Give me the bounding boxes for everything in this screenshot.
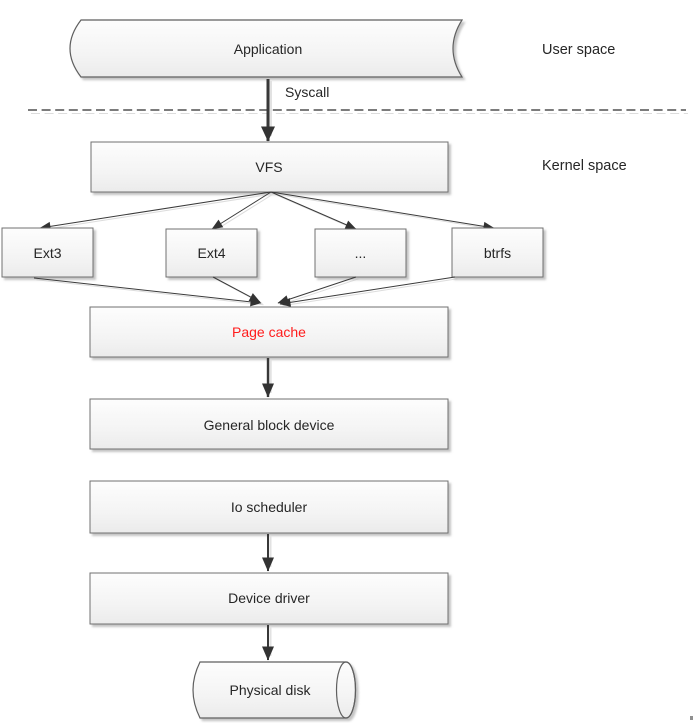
- other-fs-box: [314, 228, 407, 278]
- physical-disk-end-cap: [335, 661, 357, 719]
- arrow-vfs-to-dots: [270, 191, 357, 230]
- arrow-dots-to-pagecache: [277, 276, 357, 304]
- page-cache-box: [89, 306, 449, 358]
- vfs-box: [90, 141, 449, 193]
- kernel-space-label: Kernel space: [542, 158, 627, 174]
- btrfs-label: btrfs: [484, 245, 511, 261]
- ext3-box: [1, 227, 94, 278]
- device-driver-label: Device driver: [228, 590, 310, 606]
- ext4-box: [165, 228, 258, 278]
- arrow-vfs-to-ext3: [39, 191, 272, 231]
- application-shape: [69, 19, 464, 78]
- application-label: Application: [234, 41, 303, 57]
- arrow-ext4-to-pagecache: [212, 276, 261, 303]
- ext3-label: Ext3: [33, 245, 61, 261]
- arrow-btrfs-to-pagecache: [279, 276, 456, 307]
- general-block-device-label: General block device: [204, 417, 335, 433]
- arrow-ext3-to-pagecache: [33, 277, 262, 307]
- user-space-label: User space: [542, 42, 615, 58]
- other-fs-label: ...: [355, 245, 367, 261]
- io-scheduler-box: [89, 480, 449, 534]
- vfs-label: VFS: [255, 159, 282, 175]
- syscall-label: Syscall: [285, 84, 329, 100]
- fan-line-shadows: [36, 193, 497, 307]
- ext4-label: Ext4: [197, 245, 225, 261]
- io-scheduler-label: Io scheduler: [231, 499, 308, 515]
- general-block-device-box: [89, 398, 449, 450]
- corner-artifact: [690, 716, 693, 720]
- page-cache-label: Page cache: [232, 324, 306, 340]
- physical-disk-label: Physical disk: [230, 682, 312, 698]
- btrfs-box: [451, 227, 544, 278]
- arrow-vfs-to-ext4: [211, 191, 272, 230]
- arrow-vfs-to-btrfs: [270, 191, 495, 231]
- device-driver-box: [89, 572, 449, 625]
